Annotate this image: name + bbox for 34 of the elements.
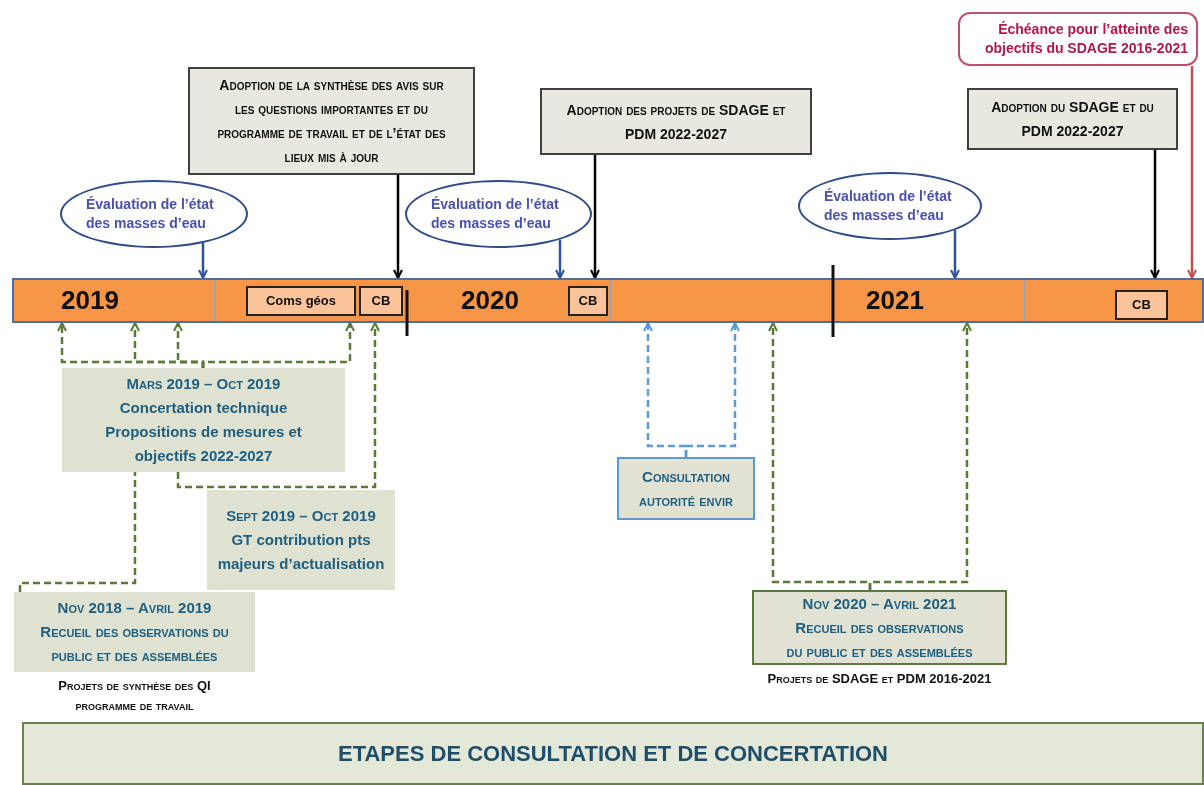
- deadline-box: Échéance pour l’atteinte des objectifs du SDAGE 2016-2021: [958, 12, 1198, 66]
- arrow: [1187, 66, 1197, 279]
- meeting-box: CB: [1115, 290, 1168, 320]
- timeline-bar: [12, 278, 1204, 323]
- meeting-box: CB: [359, 286, 403, 316]
- arrow: [176, 322, 380, 489]
- consultation-box: Nov 2020 – Avril 2021 Recueil des observations du public et des assemblées: [752, 590, 1007, 665]
- footer-banner: ETAPES DE CONSULTATION ET DE CONCERTATION: [22, 722, 1204, 785]
- year-label: 2021: [845, 282, 945, 319]
- arrow: [684, 322, 740, 457]
- evaluation-ellipse: Évaluation de l’état des masses d’eau: [405, 180, 592, 248]
- arrow: [950, 230, 960, 279]
- arrow: [1150, 150, 1160, 279]
- year-label: 2020: [440, 282, 540, 319]
- consultation-box: Nov 2018 – Avril 2019 Recueil des observations du public et des assemblées: [14, 592, 255, 672]
- arrow: [590, 155, 600, 279]
- arrow: [393, 175, 403, 279]
- adoption-box: Adoption du SDAGE et du PDM 2022-2027: [967, 88, 1178, 150]
- adoption-box: Adoption des projets de SDAGE et PDM 2022-2027: [540, 88, 812, 155]
- meeting-box: CB: [568, 286, 608, 316]
- adoption-box: Adoption de la synthèse des avis sur les questions importantes et du programme de travail et de l’état des lieux mis à jour: [188, 67, 475, 175]
- consultation-box: Mars 2019 – Oct 2019 Concertation technique Propositions de mesures et objectifs 2022-2027: [62, 368, 345, 472]
- arrow: [555, 239, 565, 279]
- consultation-box: Sept 2019 – Oct 2019 GT contribution pts majeurs d’actualisation: [207, 490, 395, 590]
- caption-text: Projets de SDAGE et PDM 2016-2021: [766, 670, 993, 688]
- caption-text: Projets de synthèse des QI programme de travail: [57, 677, 212, 715]
- arrow: [201, 322, 355, 368]
- arrow: [868, 322, 972, 590]
- evaluation-ellipse: Évaluation de l’état des masses d’eau: [798, 172, 982, 240]
- meeting-box: Coms géos: [246, 286, 356, 316]
- evaluation-ellipse: Évaluation de l’état des masses d’eau: [60, 180, 248, 248]
- arrow: [198, 243, 208, 279]
- consultation-box: Consultation autorité envir: [617, 457, 755, 520]
- year-label: 2019: [40, 282, 140, 319]
